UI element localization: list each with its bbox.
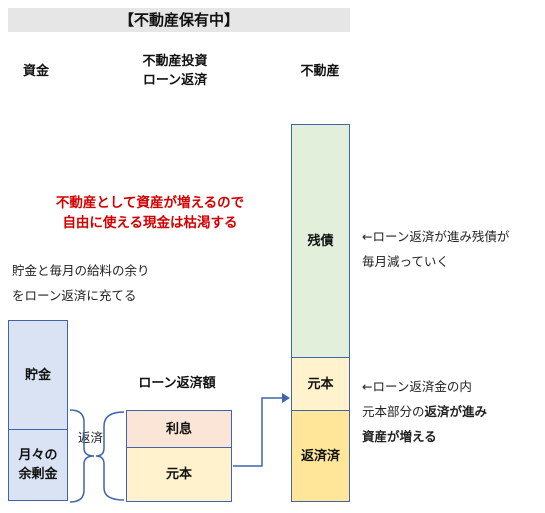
header-loan-repayment: 不動産投資 ローン返済 bbox=[120, 52, 230, 90]
header-funds: 資金 bbox=[22, 64, 49, 79]
principal-repaid-note-line2: 元本部分の返済が進み bbox=[362, 399, 544, 424]
asset-increase-note-line1: 不動産として資産が増えるので bbox=[55, 195, 245, 211]
surplus-label-line1: 月々の bbox=[18, 448, 58, 463]
property-principal-label: 元本 bbox=[307, 376, 334, 392]
principal-repaid-note-line3: 資産が増える bbox=[362, 429, 437, 444]
loan-principal-label: 元本 bbox=[165, 467, 192, 482]
repaid-label: 返済済 bbox=[300, 448, 340, 464]
savings-label: 貯金 bbox=[24, 367, 51, 383]
principal-flow-arrow bbox=[233, 397, 283, 467]
page-title: 【不動産保有中】 bbox=[8, 8, 350, 32]
savings-note-line1: 貯金と毎月の給料の余り bbox=[12, 263, 150, 278]
debt-decrease-note: ←ローン返済が進み残債が 毎月減っていく bbox=[362, 224, 544, 274]
surplus-box: 月々の 余剰金 bbox=[8, 429, 68, 501]
principal-repaid-note-line2-bold: 返済が進み bbox=[424, 404, 488, 419]
asset-increase-note: 不動産として資産が増えるので 自由に使える現金は枯渇する bbox=[20, 193, 280, 233]
savings-note-line2: をローン返済に充てる bbox=[12, 288, 137, 303]
header-loan-repayment-line1: 不動産投資 bbox=[142, 54, 208, 69]
savings-note: 貯金と毎月の給料の余り をローン返済に充てる bbox=[12, 258, 262, 308]
right-brace bbox=[95, 411, 125, 501]
debt-decrease-note-line1: ←ローン返済が進み残債が bbox=[362, 229, 510, 244]
principal-repaid-note: ←ローン返済金の内 元本部分の返済が進み 資産が増える bbox=[362, 374, 544, 449]
principal-flow-arrowhead bbox=[282, 393, 290, 403]
principal-repaid-note-line2-plain: 元本部分の bbox=[362, 404, 425, 419]
principal-repaid-note-line1: ←ローン返済金の内 bbox=[362, 379, 472, 394]
loan-principal-box: 元本 bbox=[126, 447, 232, 502]
surplus-label-line2: 余剰金 bbox=[18, 467, 58, 482]
asset-increase-note-line2: 自由に使える現金は枯渇する bbox=[62, 215, 238, 231]
header-property: 不動産 bbox=[300, 64, 340, 79]
remaining-debt-label: 残債 bbox=[307, 233, 334, 249]
property-principal-box: 元本 bbox=[291, 357, 350, 411]
left-brace bbox=[69, 409, 95, 503]
surplus-label: 月々の 余剰金 bbox=[18, 446, 57, 484]
debt-decrease-note-line2: 毎月減っていく bbox=[362, 254, 449, 269]
repaid-box: 返済済 bbox=[291, 410, 350, 502]
loan-repayment-title: ローン返済額 bbox=[138, 376, 216, 391]
remaining-debt-box: 残債 bbox=[291, 124, 350, 358]
header-loan-repayment-line2: ローン返済 bbox=[142, 73, 208, 88]
interest-label: 利息 bbox=[165, 421, 192, 437]
